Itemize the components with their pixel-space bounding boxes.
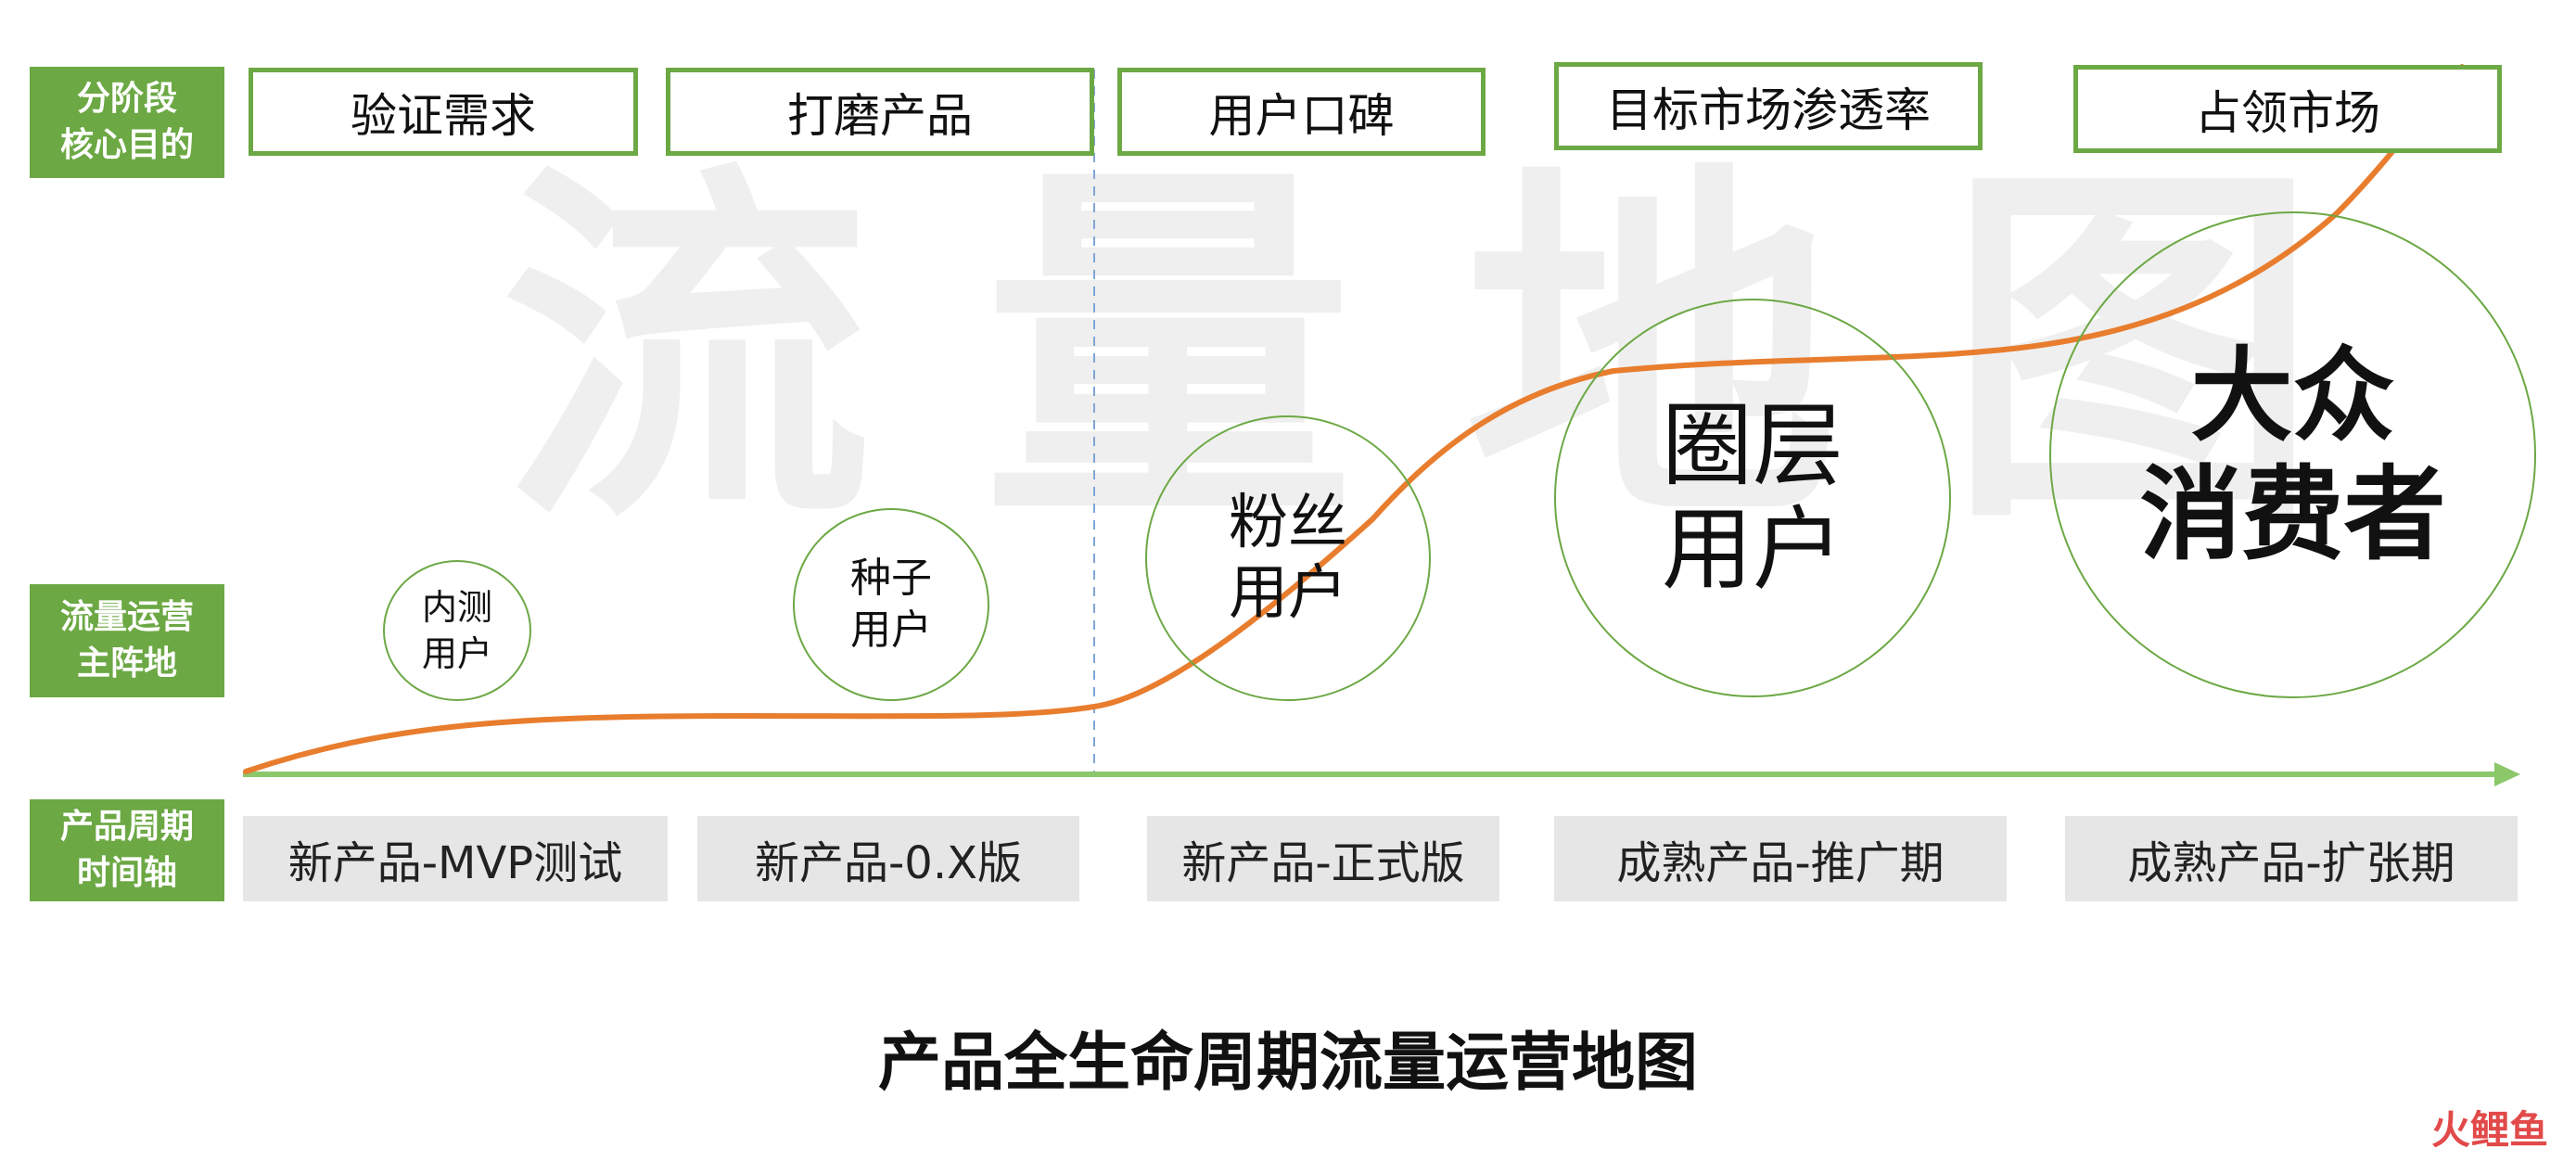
user-circle-fans: 粉丝 用户 (1145, 415, 1431, 701)
phase-box-3: 新产品-正式版 (1147, 816, 1499, 901)
goal-box-1: 验证需求 (249, 68, 638, 156)
phase-box-3-text: 新产品-正式版 (1181, 837, 1465, 889)
user-circle-circles-text: 圈层 用户 (1661, 393, 1843, 603)
goal-box-3: 用户口碑 (1117, 68, 1486, 156)
user-circle-seed: 种子 用户 (793, 508, 989, 701)
user-circle-internal-test: 内测 用户 (383, 560, 531, 701)
phase-box-4-text: 成熟产品-推广期 (1616, 837, 1945, 889)
goal-box-4: 目标市场渗透率 (1554, 62, 1983, 150)
goal-box-2-text: 打磨产品 (787, 88, 973, 143)
phase-box-4: 成熟产品-推广期 (1554, 816, 2007, 901)
phase-box-5-text: 成熟产品-扩张期 (2127, 837, 2455, 889)
phase-box-1: 新产品-MVP测试 (243, 816, 668, 901)
goals-row-label: 分阶段 核心目的 (30, 67, 224, 178)
user-circle-seed-text: 种子 用户 (850, 555, 932, 654)
timeline-row-label: 产品周期 时间轴 (30, 799, 224, 901)
goal-box-2: 打磨产品 (666, 68, 1094, 156)
user-circle-circles: 圈层 用户 (1554, 299, 1951, 697)
goal-box-5: 占领市场 (2073, 65, 2502, 153)
goal-box-4-text: 目标市场渗透率 (1606, 83, 1931, 137)
phase-box-5: 成熟产品-扩张期 (2065, 816, 2518, 901)
user-circle-mass-consumers-text: 大众 消费者 (2139, 335, 2446, 574)
goal-box-3-text: 用户口碑 (1208, 88, 1395, 143)
phase-box-2: 新产品-0.X版 (697, 816, 1079, 901)
users-row-label: 流量运营 主阵地 (30, 584, 224, 697)
user-circle-fans-text: 粉丝 用户 (1229, 489, 1347, 628)
diagram-title: 产品全生命周期流量运营地图 (877, 1027, 1698, 1100)
users-row-label-text: 流量运营 主阵地 (59, 598, 194, 683)
brand-logo: 火鲤鱼 (2431, 1104, 2548, 1153)
timeline-arrow-head (2494, 762, 2520, 786)
goals-row-label-text: 分阶段 核心目的 (59, 80, 194, 164)
user-circle-internal-test-text: 内测 用户 (421, 587, 492, 674)
goal-box-5-text: 占领市场 (2195, 85, 2380, 140)
user-circle-mass-consumers: 大众 消费者 (2049, 211, 2536, 698)
phase-box-1-text: 新产品-MVP测试 (287, 837, 623, 889)
brand-logo-text: 火鲤鱼 (2430, 1106, 2548, 1153)
goal-box-1-text: 验证需求 (351, 88, 536, 143)
timeline-row-label-text: 产品周期 时间轴 (59, 808, 194, 892)
phase-box-2-text: 新产品-0.X版 (754, 837, 1022, 889)
